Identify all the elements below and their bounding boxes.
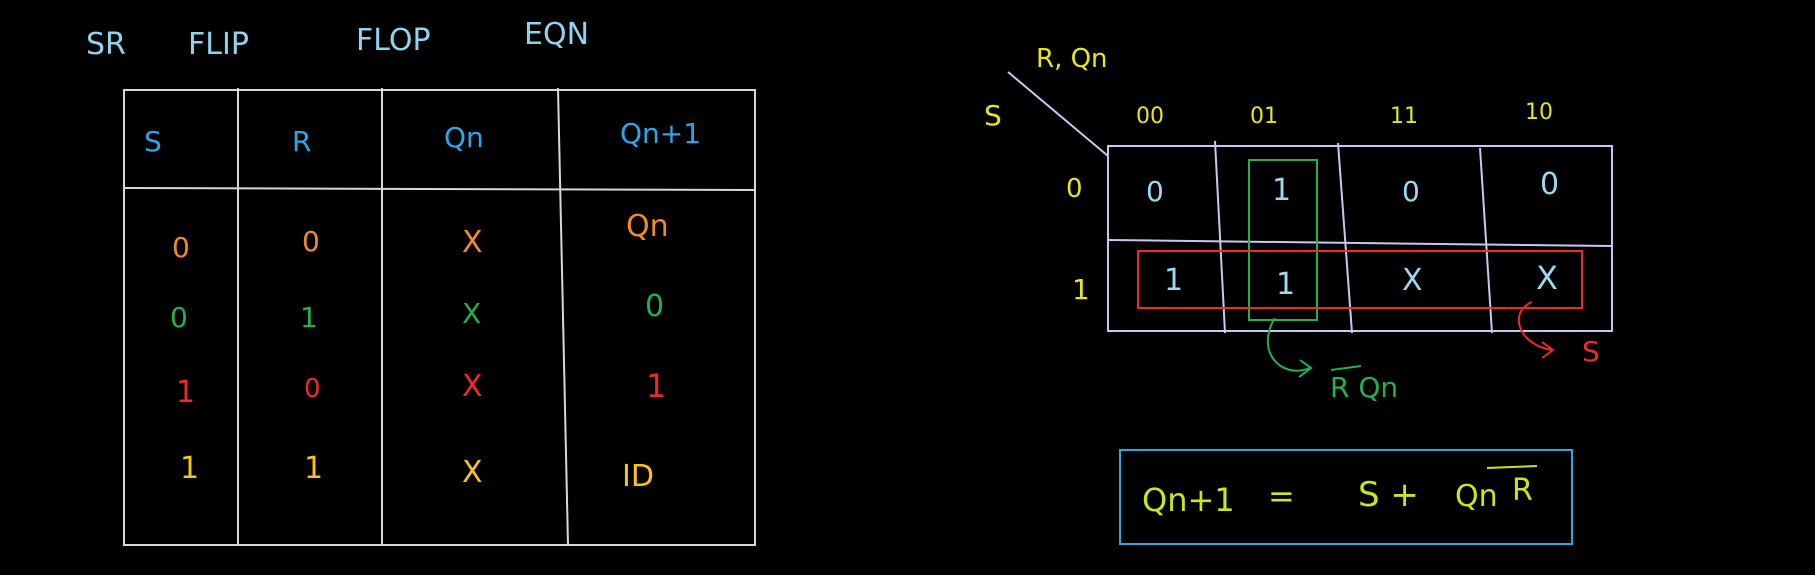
kmap-group-green — [1248, 159, 1318, 321]
title-word-sr: SR — [86, 27, 126, 62]
green-arrow — [1266, 317, 1311, 372]
red-arrow — [1517, 301, 1553, 351]
kmap-cell-0-10: 0 — [1540, 167, 1560, 202]
row4-qn1: ID — [622, 459, 654, 494]
kmap-cell-1-11: X — [1402, 263, 1423, 298]
result-box — [1119, 449, 1573, 545]
result-qn: Qn — [1455, 479, 1498, 514]
kmap-col-10: 10 — [1525, 100, 1553, 125]
kmap-cell-0-11: 0 — [1402, 175, 1420, 208]
kmap-cell-1-10: X — [1536, 259, 1558, 297]
kmap-cell-0-01: 1 — [1272, 173, 1292, 208]
kmap-col-var: R, Qn — [1036, 44, 1108, 74]
rqn-overline — [1330, 365, 1362, 371]
header-qn: Qn — [444, 121, 484, 154]
header-s: S — [144, 125, 162, 158]
title-word-flip: FLIP — [188, 27, 249, 62]
row4-s: 1 — [180, 451, 200, 486]
header-r: R — [292, 125, 312, 158]
row1-qn: X — [462, 225, 483, 260]
kmap-col-11: 11 — [1390, 104, 1418, 129]
kmap-group-red — [1137, 250, 1583, 309]
result-overline — [1486, 465, 1538, 469]
row4-r: 1 — [304, 451, 324, 486]
row3-qn: X — [462, 369, 483, 404]
result-lhs: Qn+1 — [1142, 481, 1235, 519]
row1-qn1: Qn — [626, 209, 669, 244]
row3-s: 1 — [176, 375, 196, 410]
kmap-row-1: 1 — [1072, 273, 1090, 306]
kmap-row-var: S — [984, 99, 1002, 132]
truth-table-grid — [123, 87, 756, 546]
green-arrow-head — [1298, 359, 1313, 378]
kmap-grid — [1007, 71, 1613, 334]
kmap-cell-0-00: 0 — [1146, 175, 1164, 208]
result-s: S + — [1358, 475, 1419, 515]
kmap-cell-1-00: 1 — [1164, 263, 1184, 298]
group-term-green: R Qn — [1330, 371, 1399, 404]
result-equals: = — [1268, 477, 1295, 515]
title-word-flop: FLOP — [356, 23, 431, 58]
kmap-col-01: 01 — [1250, 104, 1278, 129]
row1-r: 0 — [302, 225, 320, 258]
group-term-red: S — [1582, 335, 1600, 368]
header-qn1: Qn+1 — [620, 117, 702, 150]
row1-s: 0 — [172, 231, 190, 264]
red-arrow-head — [1541, 341, 1555, 359]
row2-s: 0 — [170, 301, 188, 334]
row4-qn: X — [462, 455, 483, 490]
row2-qn1: 0 — [645, 289, 665, 324]
kmap-col-00: 00 — [1136, 104, 1164, 129]
result-r-bar: R — [1512, 473, 1533, 508]
row2-r: 1 — [300, 301, 318, 334]
kmap-cell-1-01: 1 — [1276, 267, 1296, 302]
kmap-row-0: 0 — [1066, 174, 1083, 204]
row3-qn1: 1 — [646, 367, 667, 405]
title-word-eqn: EQN — [524, 17, 590, 52]
row2-qn: X — [462, 297, 482, 330]
row3-r: 0 — [304, 374, 321, 404]
